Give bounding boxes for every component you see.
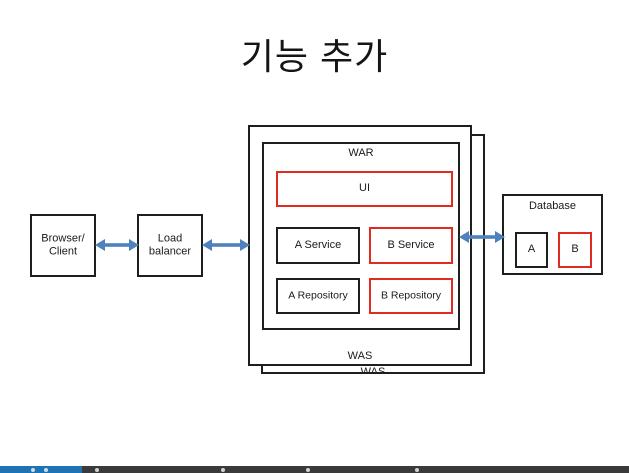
- chapter-marker-icon[interactable]: [306, 467, 310, 472]
- load-balancer-label: Load balancer: [139, 232, 201, 260]
- b-repository-box: B Repository: [369, 278, 453, 314]
- b-repository-label: B Repository: [380, 289, 442, 302]
- war-label: WAR: [348, 147, 374, 159]
- browser-client-box: Browser/ Client: [30, 214, 96, 277]
- browser-label-line1: Browser/: [41, 231, 85, 244]
- double-arrow-icon: [95, 238, 139, 252]
- b-service-box: B Service: [369, 227, 453, 264]
- database-a-label: A: [527, 243, 536, 256]
- double-arrow-icon: [202, 238, 250, 252]
- database-b-box: B: [558, 232, 592, 268]
- slide-title: 기능 추가: [240, 36, 389, 77]
- a-repository-box: A Repository: [276, 278, 360, 314]
- ui-box: UI: [276, 171, 453, 207]
- chapter-marker-icon[interactable]: [31, 467, 35, 472]
- database-a-box: A: [515, 232, 548, 268]
- a-repository-label: A Repository: [288, 289, 348, 302]
- database-b-label: B: [571, 243, 579, 256]
- ui-label: UI: [359, 182, 370, 195]
- progress-fill: [0, 466, 82, 473]
- browser-label-line2: Client: [48, 245, 78, 258]
- chapter-marker-icon[interactable]: [95, 467, 99, 472]
- was-front-label: WAS: [347, 350, 373, 362]
- player-progress-bar[interactable]: [0, 466, 629, 473]
- load-balancer-label-line1: Load: [157, 231, 183, 244]
- chapter-marker-icon[interactable]: [415, 467, 419, 472]
- b-service-label: B Service: [387, 238, 435, 251]
- was-back-label: WAS: [360, 366, 386, 374]
- database-label: Database: [528, 200, 577, 212]
- browser-client-label: Browser/ Client: [32, 232, 94, 260]
- a-service-box: A Service: [276, 227, 360, 264]
- a-service-label: A Service: [294, 238, 342, 251]
- load-balancer-box: Load balancer: [137, 214, 203, 277]
- chapter-marker-icon[interactable]: [221, 467, 225, 472]
- chapter-marker-icon[interactable]: [44, 467, 48, 472]
- load-balancer-label-line2: balancer: [148, 245, 192, 258]
- double-arrow-icon: [459, 230, 505, 244]
